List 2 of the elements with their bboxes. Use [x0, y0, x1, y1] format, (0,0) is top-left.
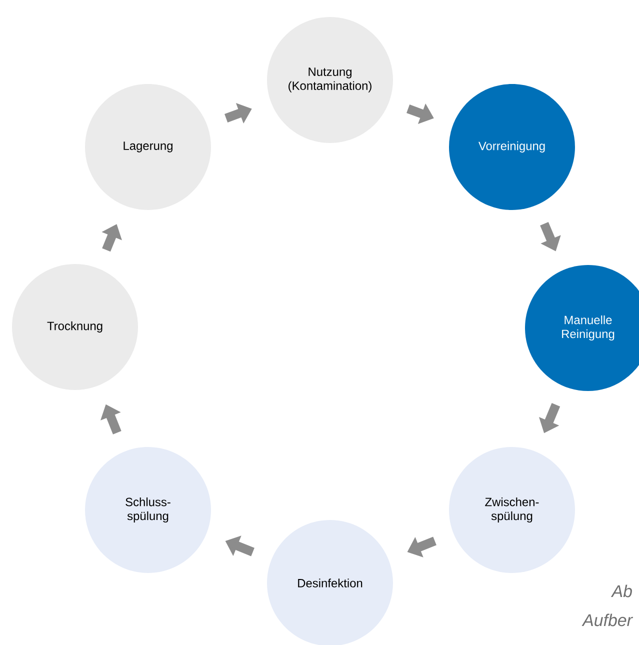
- caption-text: Ab: [610, 584, 632, 598]
- caption-text: Aufber: [582, 614, 634, 626]
